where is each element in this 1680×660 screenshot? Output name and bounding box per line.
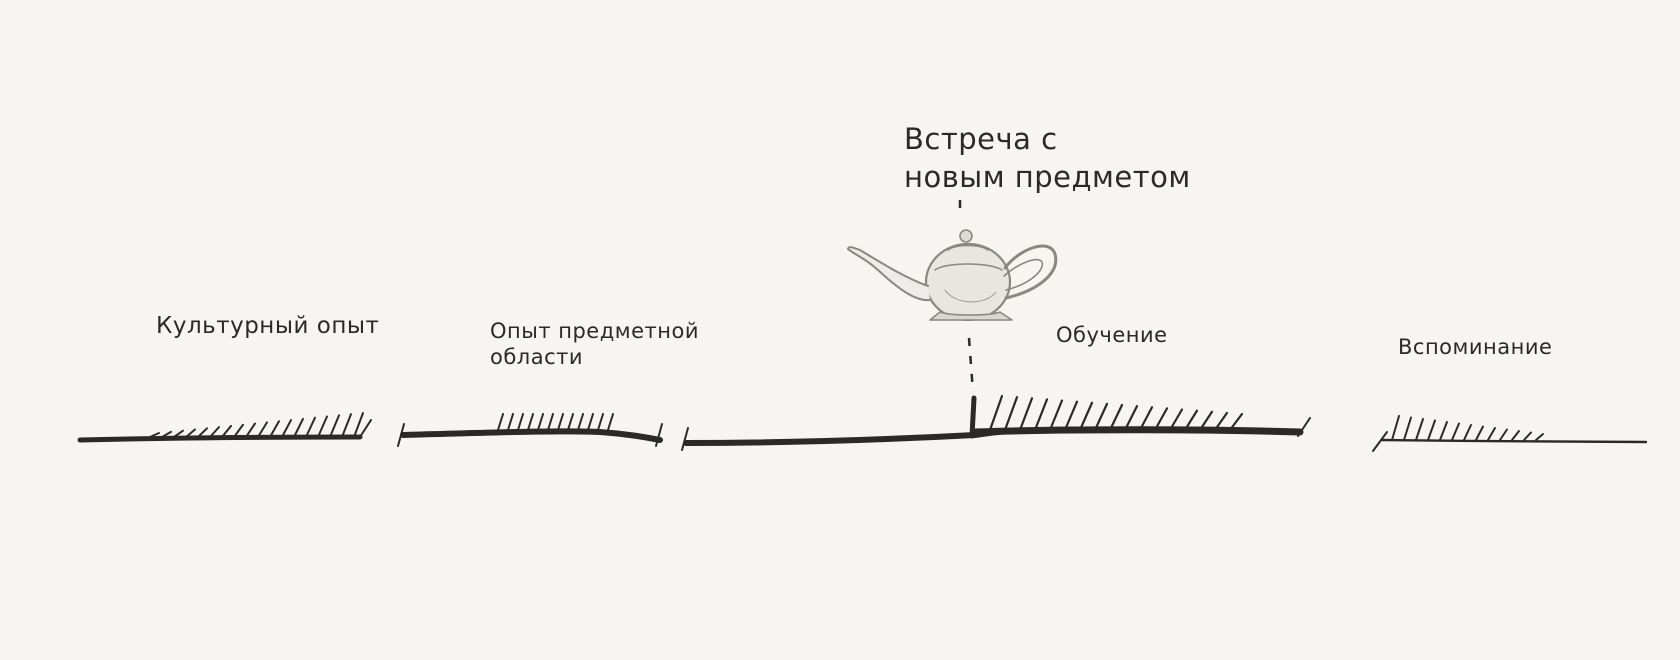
event-marker [969, 395, 977, 439]
event-connector [958, 200, 975, 393]
hatch-mark [269, 420, 280, 438]
segment-domain-tick-end [655, 423, 663, 447]
hatch-mark [1523, 431, 1532, 441]
label-domain-line2: области [490, 345, 584, 370]
hatch-mark [1415, 418, 1424, 441]
hatch-mark [1003, 396, 1019, 432]
label-recall: Вспоминание [1398, 335, 1553, 359]
segment-domain [397, 413, 663, 447]
hatch-mark [329, 414, 340, 438]
hatch-mark [577, 413, 584, 431]
hatch-mark [293, 417, 304, 438]
hatch-mark [1018, 397, 1034, 432]
hatch-mark [1183, 409, 1199, 432]
hatch-recall [1391, 415, 1544, 441]
label-cultural-experience: Культурный опыт [156, 313, 380, 339]
hatch-mark [173, 429, 184, 438]
hatch-mark [1168, 408, 1184, 432]
hatch-mark [1487, 427, 1496, 441]
segment-learning-line-right [971, 426, 1304, 436]
label-new-object-encounter: Встреча с новым предметом [904, 121, 1191, 196]
hatch-mark [1198, 410, 1214, 432]
hatch-mark [1123, 405, 1139, 432]
label-domain-line1: Опыт предметной [490, 319, 699, 343]
label-learning: Обучение [1056, 323, 1168, 347]
hatch-mark [1511, 430, 1520, 441]
hatch-mark [1463, 424, 1472, 441]
connector-bottom [967, 337, 975, 393]
hatch-mark [149, 432, 160, 438]
segment-learning-tick-start [681, 427, 689, 451]
hatch-domain [497, 413, 614, 431]
label-encounter-line2: новым предметом [904, 159, 1191, 194]
segment-domain-line [400, 428, 663, 443]
hatch-culture [149, 412, 364, 438]
hatch-mark [1403, 416, 1412, 441]
hatch-mark [1093, 402, 1109, 432]
segment-learning-line-left [683, 428, 1018, 446]
hatch-mark [597, 413, 604, 431]
hatch-mark [317, 415, 328, 438]
hatch-mark [1228, 412, 1244, 432]
hatch-mark [1153, 407, 1169, 432]
segment-recall-line [1380, 438, 1648, 444]
hatch-mark [185, 428, 196, 438]
label-encounter-line1: Встреча с [904, 122, 1058, 156]
segment-culture-line [77, 434, 363, 443]
teapot-icon [847, 229, 1058, 322]
hatch-mark [1213, 411, 1229, 432]
hatch-mark [988, 394, 1004, 432]
hatch-mark [1475, 425, 1484, 441]
hatch-mark [1391, 415, 1400, 441]
hatch-mark [209, 426, 220, 438]
segment-culture-tick [359, 419, 372, 438]
segment-learning-tick-end [1297, 417, 1311, 437]
hatch-mark [305, 416, 316, 438]
hatch-learning [988, 394, 1244, 432]
hatch-mark [1535, 433, 1544, 441]
hatch-mark [527, 413, 534, 431]
hatch-mark [587, 413, 594, 431]
hatch-mark [557, 413, 564, 431]
hatch-mark [607, 413, 614, 431]
hatch-mark [567, 413, 574, 431]
segment-recall [1372, 415, 1648, 452]
hatch-mark [1033, 398, 1049, 432]
hatch-mark [547, 413, 554, 431]
hatch-mark [1108, 403, 1124, 432]
hatch-mark [1427, 419, 1436, 441]
hatch-mark [161, 430, 172, 438]
hatch-mark [517, 413, 524, 431]
segment-learning [681, 394, 1311, 451]
hatch-mark [1063, 400, 1079, 432]
segment-culture [77, 412, 372, 443]
hatch-mark [221, 424, 232, 438]
hatch-mark [1439, 421, 1448, 441]
hatch-mark [197, 427, 208, 438]
hatch-mark [1499, 428, 1508, 441]
hatch-mark [341, 413, 352, 438]
hatch-mark [1078, 401, 1094, 432]
hatch-mark [353, 412, 364, 438]
hatch-mark [281, 419, 292, 438]
hatch-mark [233, 423, 244, 438]
hatch-mark [1451, 422, 1460, 441]
hatch-mark [507, 413, 514, 431]
hatch-mark [257, 421, 268, 438]
segment-recall-tick [1372, 431, 1388, 452]
hatch-mark [245, 422, 256, 438]
hatch-mark [497, 413, 504, 431]
hatch-mark [537, 413, 544, 431]
hatch-mark [1138, 406, 1154, 432]
hatch-mark [1048, 399, 1064, 432]
label-domain-experience: Опыт предметной области [490, 318, 699, 371]
